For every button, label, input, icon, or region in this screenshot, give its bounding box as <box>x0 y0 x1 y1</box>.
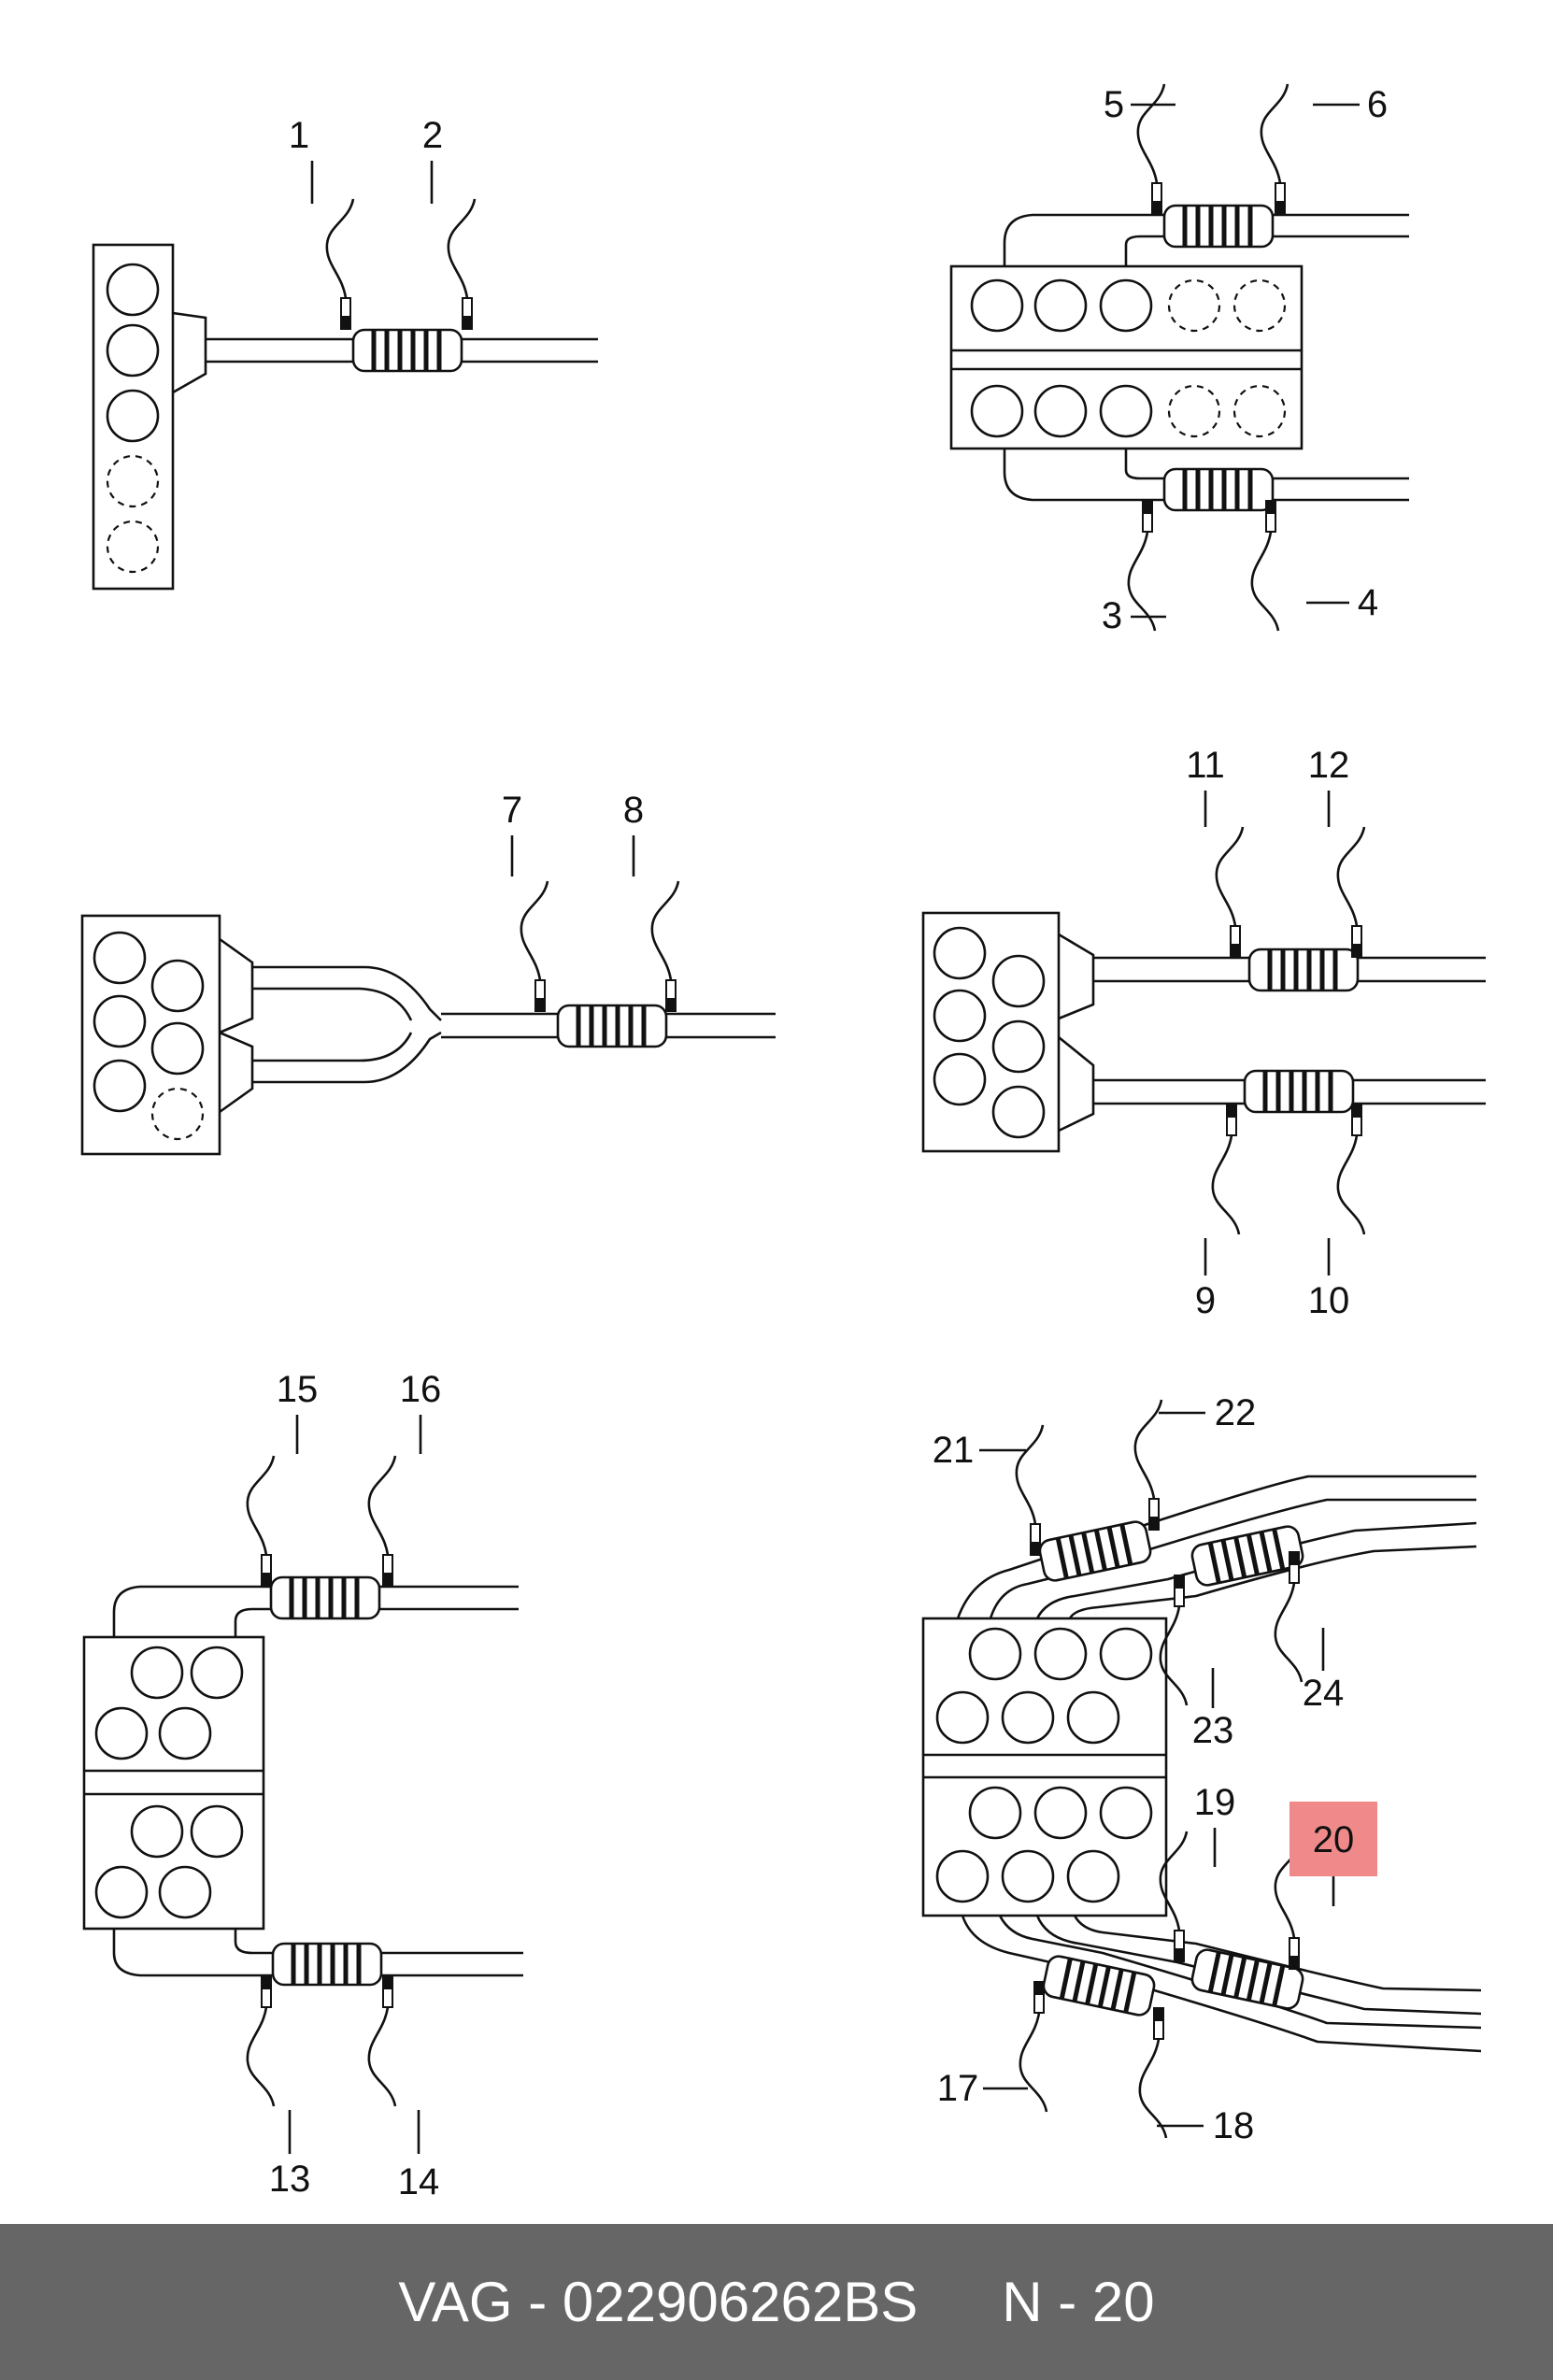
label-19: 19 <box>1194 1782 1236 1823</box>
label-16: 16 <box>400 1369 442 1410</box>
part-info-bar: VAG - 022906262BS N - 20 <box>0 2224 1553 2380</box>
label-20: 20 <box>1313 1819 1355 1860</box>
panel-w8-engine <box>82 1454 523 2108</box>
label-8: 8 <box>623 790 644 831</box>
label-23: 23 <box>1192 1710 1234 1751</box>
panel-vr-engine <box>80 879 776 1156</box>
label-9: 9 <box>1195 1280 1216 1321</box>
label-21: 21 <box>933 1430 975 1471</box>
label-11: 11 <box>1186 745 1225 786</box>
label-6: 6 <box>1367 84 1388 125</box>
label-13: 13 <box>269 2159 311 2200</box>
label-10: 10 <box>1308 1280 1350 1321</box>
label-7: 7 <box>502 790 522 831</box>
panel-w12-engine <box>921 1398 1482 2140</box>
label-15: 15 <box>277 1369 319 1410</box>
label-24: 24 <box>1303 1673 1345 1714</box>
position-number: N - 20 <box>1002 2271 1155 2333</box>
label-14: 14 <box>398 2161 440 2202</box>
exhaust-sensor-diagram: 1 2 5 6 3 4 7 8 11 12 9 10 15 16 13 14 2… <box>80 82 1486 2202</box>
label-18: 18 <box>1213 2105 1255 2146</box>
label-3: 3 <box>1102 595 1122 636</box>
label-2: 2 <box>422 115 443 156</box>
label-1: 1 <box>289 115 309 156</box>
label-5: 5 <box>1104 84 1124 125</box>
callout-labels: 1 2 5 6 3 4 7 8 11 12 9 10 15 16 13 14 2… <box>269 84 1388 2202</box>
label-12: 12 <box>1308 745 1350 786</box>
highlight-box <box>1289 1802 1377 1876</box>
part-number: VAG - 022906262BS <box>398 2271 919 2333</box>
panel-twin-pipe-engine <box>921 825 1486 1236</box>
label-17: 17 <box>937 2068 979 2109</box>
label-22: 22 <box>1215 1392 1257 1433</box>
label-4: 4 <box>1358 582 1378 623</box>
panel-v10-engine <box>949 82 1409 633</box>
panel-inline-engine <box>92 197 598 591</box>
